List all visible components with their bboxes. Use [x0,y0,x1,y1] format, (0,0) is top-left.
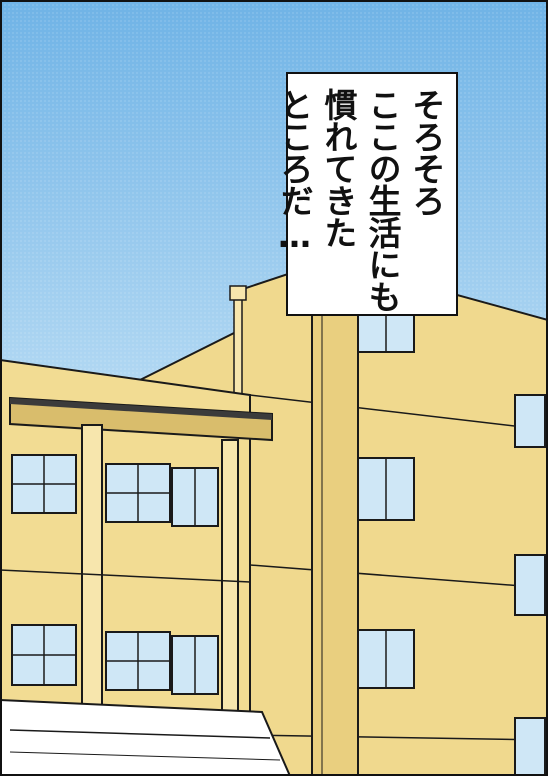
caption-line: そろそろ [407,88,446,216]
front-building [0,358,292,776]
narration-text: そろそろここの生活にも慣れてきたところだ… [272,88,448,312]
caption-line: ところだ… [275,88,314,254]
caption-line: 慣れてきた [319,88,358,248]
narration-caption-box: そろそろここの生活にも慣れてきたところだ… [275,72,458,316]
caption-line: ここの生活にも [363,88,402,312]
